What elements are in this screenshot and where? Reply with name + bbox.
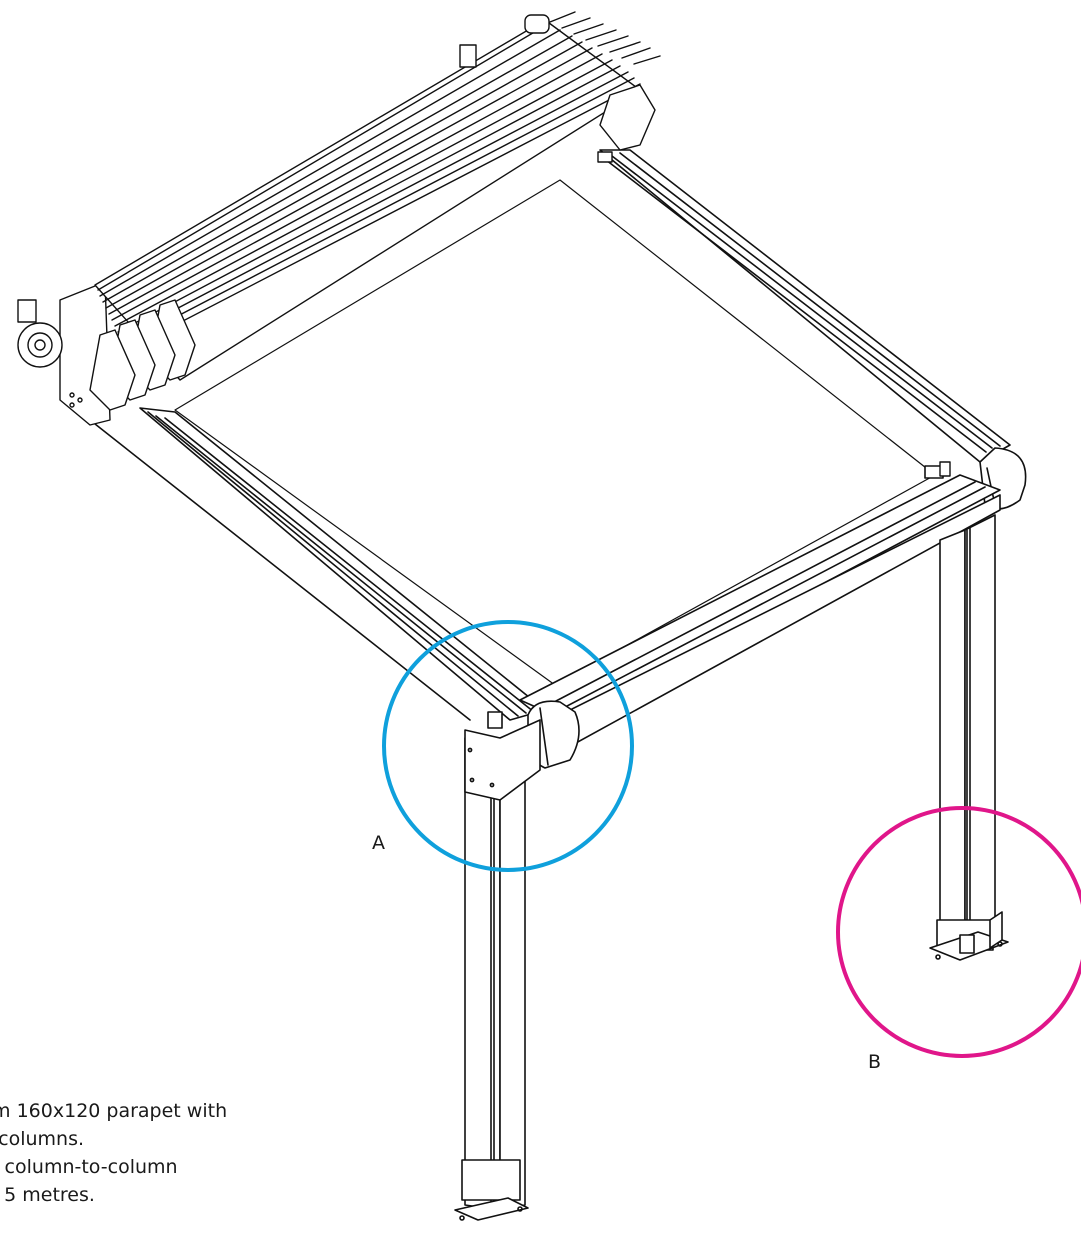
spec-notes: um 160x120 parapet with 0 columns. m col…: [0, 1097, 227, 1209]
callout-circle-a: [382, 620, 634, 872]
spec-note-line: e: 5 metres.: [0, 1184, 95, 1206]
rail-brackets: [597, 151, 951, 477]
spec-note-line: 0 columns.: [0, 1128, 85, 1150]
callout-label-b: B: [868, 1051, 882, 1073]
folded-lamellae: [89, 11, 661, 411]
front-left-column: [454, 711, 541, 1221]
spec-note-line: m column-to-column: [0, 1156, 178, 1178]
spec-note-line: um 160x120 parapet with: [0, 1100, 228, 1122]
callout-label-a: A: [372, 832, 385, 854]
front-beam: [519, 465, 1001, 769]
back-right-column: [929, 514, 1009, 961]
callout-circle-b: [836, 806, 1081, 1058]
